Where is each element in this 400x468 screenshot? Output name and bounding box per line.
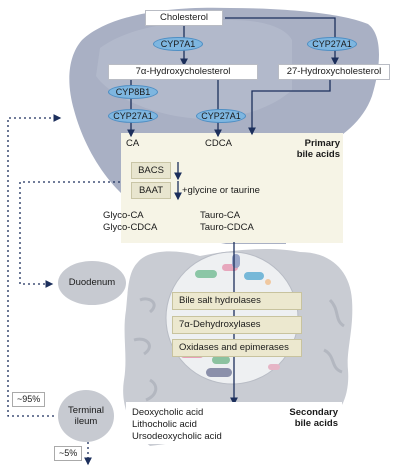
glyco-cdca-label: Glyco-CDCA [103,222,158,233]
microbial-enzyme-2: 7α-Dehydroxylases [172,316,302,334]
dotted-liver-to-duodenum [19,181,120,288]
glyco-ca-label: Glyco-CA [103,210,144,221]
ca-label: CA [126,138,140,149]
enzyme-cyp27a1-left: CYP27A1 [108,109,158,123]
duodenum-label: Duodenum [68,277,116,288]
enzyme-cyp7a1: CYP7A1 [153,37,203,51]
terminal-ileum-shape [58,390,114,442]
microbial-enzyme-1: Bile salt hydrolases [172,292,302,310]
enzyme-cyp8b1: CYP8B1 [108,85,158,99]
enzyme-baat: BAAT [131,182,171,199]
secondary-panel [126,402,342,444]
secondary-title: Secondary bile acids [289,407,338,429]
enzyme-bacs: BACS [131,162,171,179]
secondary-acid-1: Deoxycholic acid [132,407,204,418]
terminal-ileum-label: Terminal ileum [68,405,104,427]
duodenum-shape [58,261,126,305]
secondary-acid-2: Lithocholic acid [132,419,197,430]
tauro-ca-label: Tauro-CA [200,210,241,221]
secondary-acid-3: Ursodeoxycholic acid [132,431,222,442]
primary-title: Primary bile acids [296,138,340,160]
conjugate-note: +glycine or taurine [182,185,260,196]
hydroxy27-node: 27-Hydroxycholesterol [278,64,390,80]
hydroxy7-node: 7α-Hydroxycholesterol [108,64,258,80]
enzyme-cyp27a1-mid: CYP27A1 [196,109,246,123]
tauro-cdca-label: Tauro-CDCA [200,222,254,233]
enzyme-cyp27a1-right: CYP27A1 [307,37,357,51]
microbial-enzyme-3: Oxidases and epimerases [172,339,302,357]
cdca-label: CDCA [205,138,232,149]
dotted-ileum-to-liver [7,114,62,417]
intestine-folds [133,297,345,402]
reabsorbed-percent: ~95% [12,392,46,407]
excreted-percent: ~5% [54,446,83,461]
arrow-27-to-cdca [248,80,331,136]
cholesterol-node: Cholesterol [145,10,223,26]
